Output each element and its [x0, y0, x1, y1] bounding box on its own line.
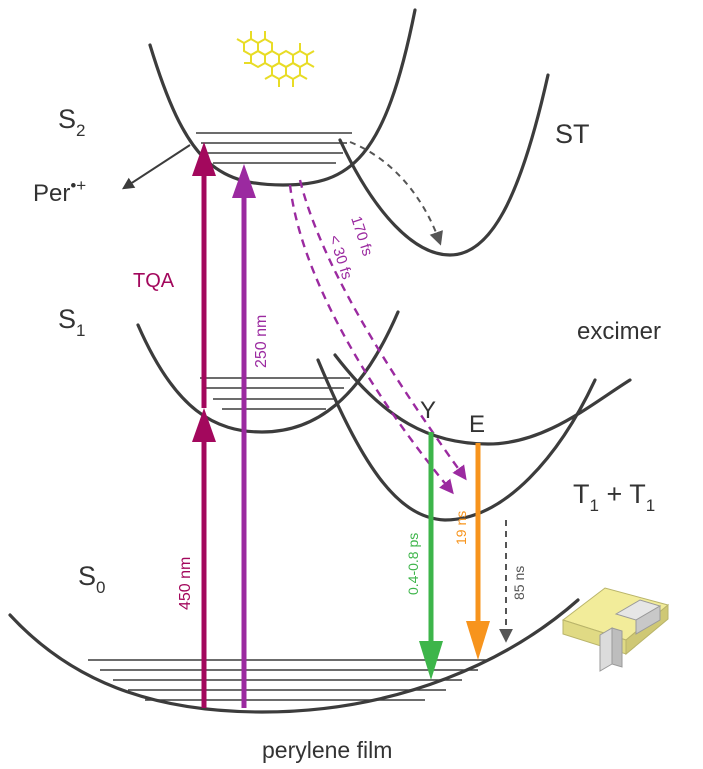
perylene-film-label: perylene film [262, 737, 392, 763]
ps-label: 0.4-0.8 ps [405, 533, 421, 595]
green-y-arrow [419, 432, 443, 680]
per-cation-label: Per•+ [33, 176, 86, 207]
excimer-label: excimer [577, 318, 661, 345]
ns85-label: 85 ns [511, 566, 527, 600]
e-label: E [469, 411, 485, 438]
y-label: Y [420, 397, 436, 424]
tqa-absorption-arrows [192, 142, 216, 708]
orange-e-arrow [466, 443, 490, 660]
tqa-label: TQA [133, 270, 175, 292]
relaxation-30fs-arrow [288, 184, 454, 495]
s1-label: S1 [58, 304, 85, 340]
tqa-upper-arrowhead [192, 142, 216, 176]
orange-arrowhead [466, 621, 490, 660]
s0-curve [8, 598, 580, 714]
uv-250nm-arrow [232, 164, 256, 708]
tqa-lower-arrowhead [192, 408, 216, 442]
fs30-label: < 30 fs [325, 233, 355, 281]
uv-arrowhead [232, 164, 256, 198]
t1t1-label: T1 + T1 [573, 479, 655, 515]
s2-curve [148, 8, 417, 187]
green-arrowhead [419, 641, 443, 680]
s2-to-st-dashed-arrow [349, 141, 443, 246]
s0-label: S0 [78, 561, 105, 597]
perylene-molecule-icon [236, 31, 315, 87]
ionization-arrow [121, 144, 191, 190]
st-label: ST [555, 119, 590, 149]
excimer-curve [333, 353, 632, 446]
relaxation-170fs-arrow [298, 179, 467, 481]
s1-curve [136, 310, 400, 434]
nm450-label: 450 nm [177, 557, 194, 610]
vibrational-levels [88, 132, 490, 701]
t1t1-curve [316, 358, 597, 522]
nm250-label: 250 nm [253, 315, 270, 368]
crystal-film-icon [561, 587, 670, 672]
fs170-label: 170 fs [347, 214, 376, 258]
s2-label: S2 [58, 104, 85, 140]
ns19-label: 19 ns [453, 511, 469, 545]
st-curve [338, 73, 550, 257]
potential-curves [8, 8, 632, 714]
